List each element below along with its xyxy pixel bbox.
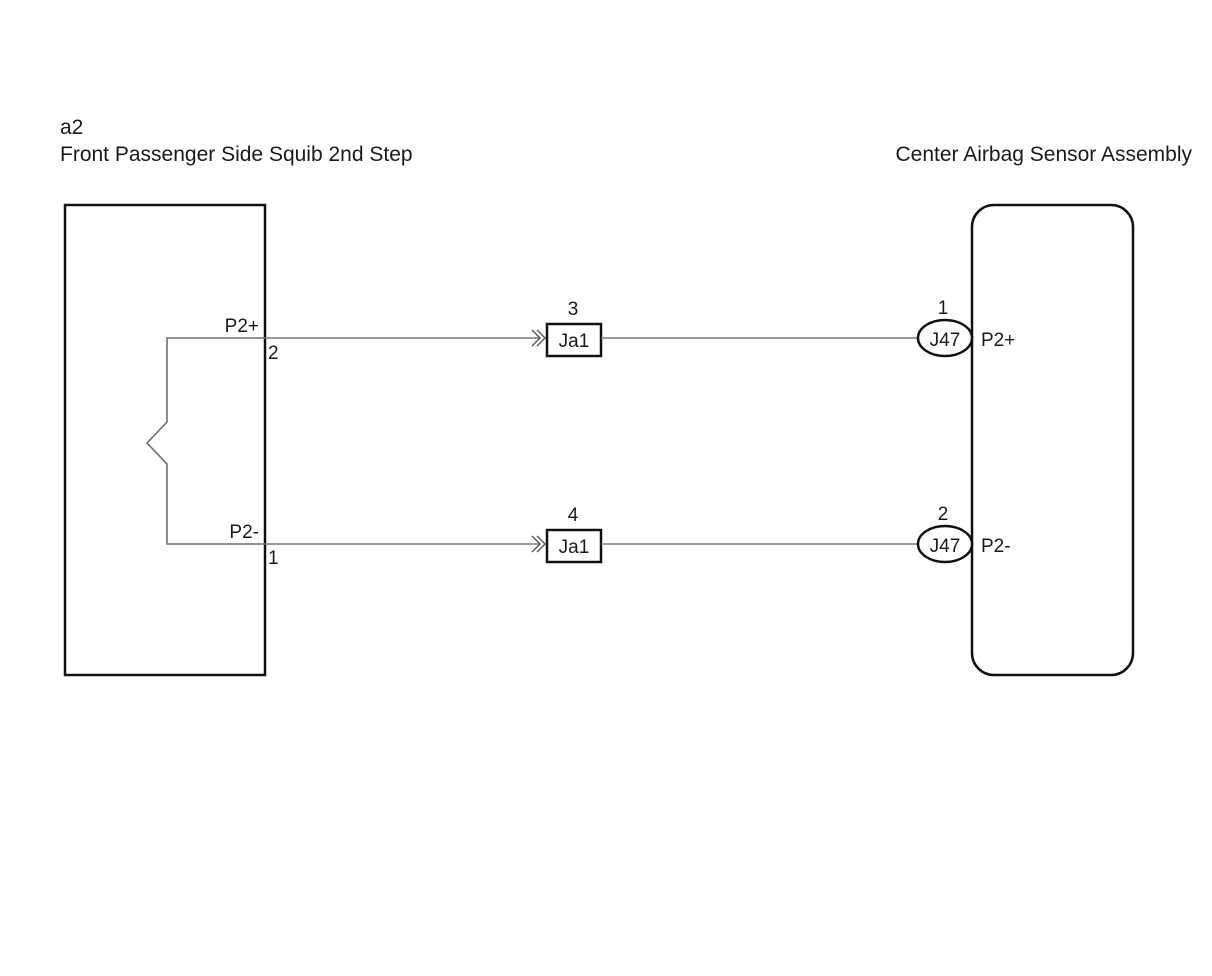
left-pin-number: 1 [268, 548, 279, 569]
sensor-pin-number: 2 [938, 504, 949, 525]
squib-element-symbol [145, 337, 265, 545]
airbag-sensor-component-box [970, 203, 1135, 677]
connector-chevron-icon [531, 329, 541, 347]
junction-connector-label: Ja1 [559, 537, 590, 558]
junction-pin-number: 4 [568, 505, 579, 526]
junction-connector-label: Ja1 [559, 331, 590, 352]
junction-pin-number: 3 [568, 299, 579, 320]
circuit-p2-minus: P2- 1 Ja1 4 J47 2 P2- [229, 504, 1010, 569]
right-terminal-label: P2+ [981, 330, 1015, 351]
junction-connector-box [545, 528, 603, 564]
junction-connector-box [545, 322, 603, 358]
sensor-connector-label: J47 [930, 536, 961, 557]
sensor-connector-oval [916, 524, 974, 564]
right-component-name: Center Airbag Sensor Assembly [896, 143, 1193, 166]
left-terminal-label: P2+ [225, 316, 259, 337]
left-component-code: a2 [60, 116, 83, 139]
sensor-pin-number: 1 [938, 298, 949, 319]
connector-chevron-icon [536, 329, 546, 347]
left-pin-number: 2 [268, 343, 279, 364]
sensor-connector-label: J47 [930, 330, 961, 351]
connector-chevron-icon [536, 535, 546, 553]
sensor-connector-oval [916, 318, 974, 358]
right-terminal-label: P2- [981, 536, 1011, 557]
circuit-p2-plus: P2+ 2 Ja1 3 J47 1 P2+ [225, 298, 1016, 364]
connector-chevron-icon [531, 535, 541, 553]
left-terminal-label: P2- [229, 522, 259, 543]
squib-component-box [63, 203, 267, 677]
left-component-name: Front Passenger Side Squib 2nd Step [60, 143, 413, 166]
